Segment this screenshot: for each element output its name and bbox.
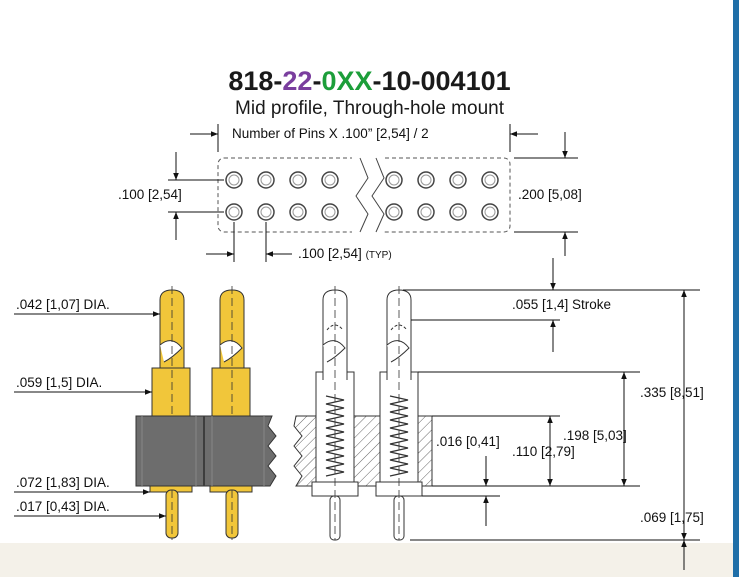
horizontal-pitch-label: .100 [2,54] (TYP) <box>298 246 392 261</box>
hole <box>225 203 243 221</box>
part-number-variant-code: 0XX <box>321 66 373 96</box>
row-spacing-dimension <box>514 132 578 256</box>
hole <box>321 171 339 189</box>
horizontal-pitch-value: .100 [2,54] <box>298 246 362 261</box>
row-spacing-label: .200 [5,08] <box>518 187 582 202</box>
hole <box>289 203 307 221</box>
side-view-exterior <box>135 286 277 540</box>
overall-height-label: .335 [8,51] <box>640 385 704 400</box>
hole <box>257 203 275 221</box>
gold-pin-left <box>149 286 193 540</box>
hole <box>289 171 307 189</box>
part-number-title: 818-22-0XX-10-004101 <box>0 66 739 97</box>
spring-right <box>389 395 409 477</box>
left-leaders <box>14 311 166 519</box>
num-pins-label: Number of Pins X .100” [2,54] / 2 <box>232 126 429 141</box>
above-body-label: .198 [5,03] <box>563 428 627 443</box>
right-dimensions <box>403 258 700 570</box>
top-view-footprint <box>168 124 578 262</box>
gold-pin-right <box>209 286 253 540</box>
hole <box>257 171 275 189</box>
right-edge-strip <box>733 0 739 577</box>
hole <box>321 203 339 221</box>
part-number-segment: - <box>312 66 322 96</box>
part-number-segment: -10-004101 <box>372 66 511 96</box>
subtitle: Mid profile, Through-hole mount <box>235 98 504 119</box>
hole <box>481 171 499 189</box>
tail-dia-label: .017 [0,43] DIA. <box>16 499 110 514</box>
insulator-body <box>135 415 277 487</box>
break-line-right <box>371 157 385 233</box>
hole <box>449 171 467 189</box>
collar-height-label: .016 [0,41] <box>436 434 500 449</box>
tip-dia-label: .042 [1,07] DIA. <box>16 297 110 312</box>
hole <box>385 171 403 189</box>
hole <box>417 171 435 189</box>
hole <box>449 203 467 221</box>
barrel-dia-label: .059 [1,5] DIA. <box>16 375 103 390</box>
part-number-segment: 818- <box>228 66 283 96</box>
side-view-section <box>293 286 433 541</box>
horizontal-pitch-dimension <box>206 222 292 262</box>
num-pins-dimension <box>190 124 538 152</box>
body-thickness-label: .110 [2,79] <box>512 444 575 459</box>
stroke-label: .055 [1,4] Stroke <box>512 297 612 312</box>
spring-left <box>325 395 345 477</box>
hole <box>225 171 243 189</box>
footprint-holes <box>225 171 499 221</box>
hole <box>385 203 403 221</box>
typ-note: (TYP) <box>365 250 392 261</box>
vertical-pitch-label: .100 [2,54] <box>118 187 182 202</box>
hole <box>417 203 435 221</box>
collar-dia-label: .072 [1,83] DIA. <box>16 475 110 490</box>
bottom-strip <box>0 543 739 577</box>
footprint-hole-inner <box>228 174 496 218</box>
break-line-left <box>355 157 369 233</box>
tail-length-label: .069 [1,75] <box>640 510 704 525</box>
hole <box>481 203 499 221</box>
part-number-pins-code: 22 <box>282 66 313 96</box>
vertical-pitch-dimension <box>168 152 224 240</box>
